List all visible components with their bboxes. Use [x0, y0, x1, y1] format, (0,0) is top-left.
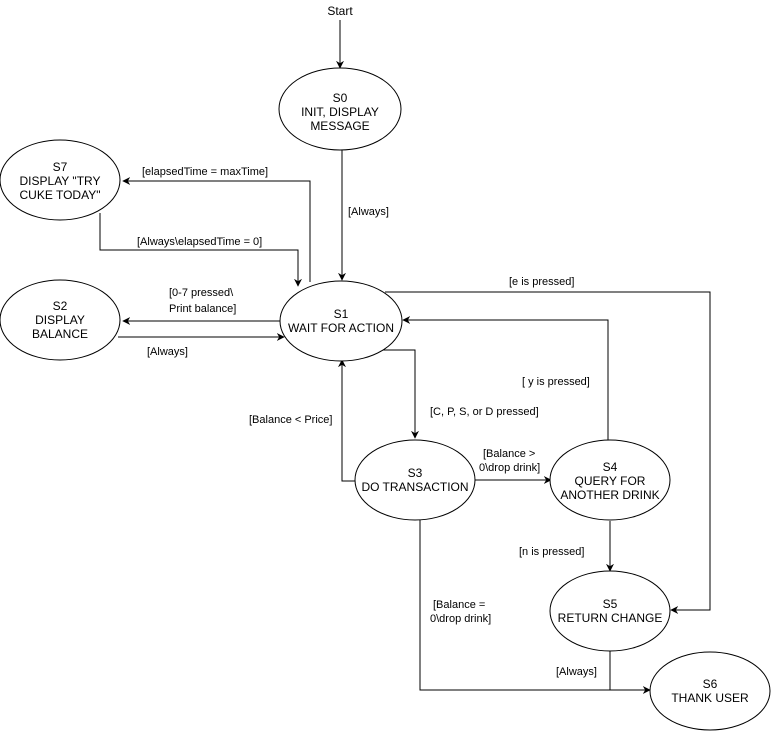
state-s3-name: S3 [408, 466, 423, 480]
state-s6-name: S6 [703, 677, 718, 691]
state-s7-shape [0, 139, 121, 221]
state-s7: S7 DISPLAY "TRY CUKE TODAY" [0, 139, 121, 221]
state-s5-line2: RETURN CHANGE [558, 611, 663, 625]
state-s0-line3: MESSAGE [310, 119, 369, 133]
state-s4-line3: ANOTHER DRINK [560, 488, 659, 502]
state-s2-name: S2 [53, 299, 68, 313]
state-s0: S0 INIT, DISPLAY MESSAGE [278, 67, 402, 151]
start-label: Start [327, 4, 353, 18]
edge-s1-s3 [383, 349, 419, 439]
state-s0-line2: INIT, DISPLAY [301, 105, 379, 119]
label-s0-s1: [Always] [348, 206, 389, 218]
state-s5: S5 RETURN CHANGE [549, 570, 671, 652]
state-s4-name: S4 [603, 460, 618, 474]
state-s1: S1 WAIT FOR ACTION [279, 280, 403, 362]
label-s1-s5: [e is pressed] [509, 276, 574, 288]
label-s3-s6-line2: 0\drop drink] [430, 613, 491, 625]
label-s1-s7: [elapsedTime = maxTime] [142, 166, 268, 178]
state-s1-line2: WAIT FOR ACTION [288, 321, 394, 335]
state-s2-line2: DISPLAY [35, 313, 85, 327]
state-s2-shape [0, 279, 121, 361]
label-s3-s6-line1: [Balance = [433, 599, 485, 611]
state-s7-line2: DISPLAY "TRY [20, 174, 101, 188]
state-s4-shape [549, 439, 671, 521]
edge-s1-s5 [385, 291, 711, 614]
state-s6-shape [649, 651, 771, 731]
state-s1-shape [279, 280, 403, 362]
state-s2-line3: BALANCE [32, 327, 88, 341]
state-s1-name: S1 [334, 307, 349, 321]
label-s3-s1: [Balance < Price] [249, 414, 332, 426]
label-s1-s2-line1: [0-7 pressed\ [169, 287, 234, 299]
edge-s1-s7 [122, 177, 311, 282]
label-s1-s2-line2: Print balance] [169, 303, 236, 315]
edge-s3-s6 [419, 520, 651, 694]
edge-s4-s1 [402, 316, 609, 440]
state-s5-name: S5 [603, 597, 618, 611]
edge-s3-s1 [338, 359, 358, 482]
label-s3-s4-line2: 0\drop drink] [479, 462, 540, 474]
label-s4-s1: [ y is pressed] [522, 376, 590, 388]
state-s6-line2: THANK USER [671, 691, 749, 705]
state-s3-line2: DO TRANSACTION [361, 480, 468, 494]
label-s4-s5: [n is pressed] [519, 546, 584, 558]
state-s0-shape [278, 67, 402, 151]
state-s2: S2 DISPLAY BALANCE [0, 279, 121, 361]
label-s1-s3: [C, P, S, or D pressed] [430, 406, 539, 418]
edge-s7-s1 [99, 213, 302, 287]
state-s4: S4 QUERY FOR ANOTHER DRINK [549, 439, 671, 521]
label-s2-s1: [Always] [147, 346, 188, 358]
state-s7-name: S7 [53, 160, 68, 174]
state-s3: S3 DO TRANSACTION [354, 439, 476, 521]
label-s3-s4-line1: [Balance > [483, 448, 535, 460]
label-s5-s6: [Always] [556, 666, 597, 678]
state-s4-line2: QUERY FOR [575, 474, 646, 488]
state-s6: S6 THANK USER [649, 651, 771, 731]
state-s0-name: S0 [333, 91, 348, 105]
state-s5-shape [549, 570, 671, 652]
state-s3-shape [354, 439, 476, 521]
label-s7-s1: [Always\elapsedTime = 0] [137, 236, 262, 248]
state-s7-line3: CUKE TODAY" [20, 188, 101, 202]
